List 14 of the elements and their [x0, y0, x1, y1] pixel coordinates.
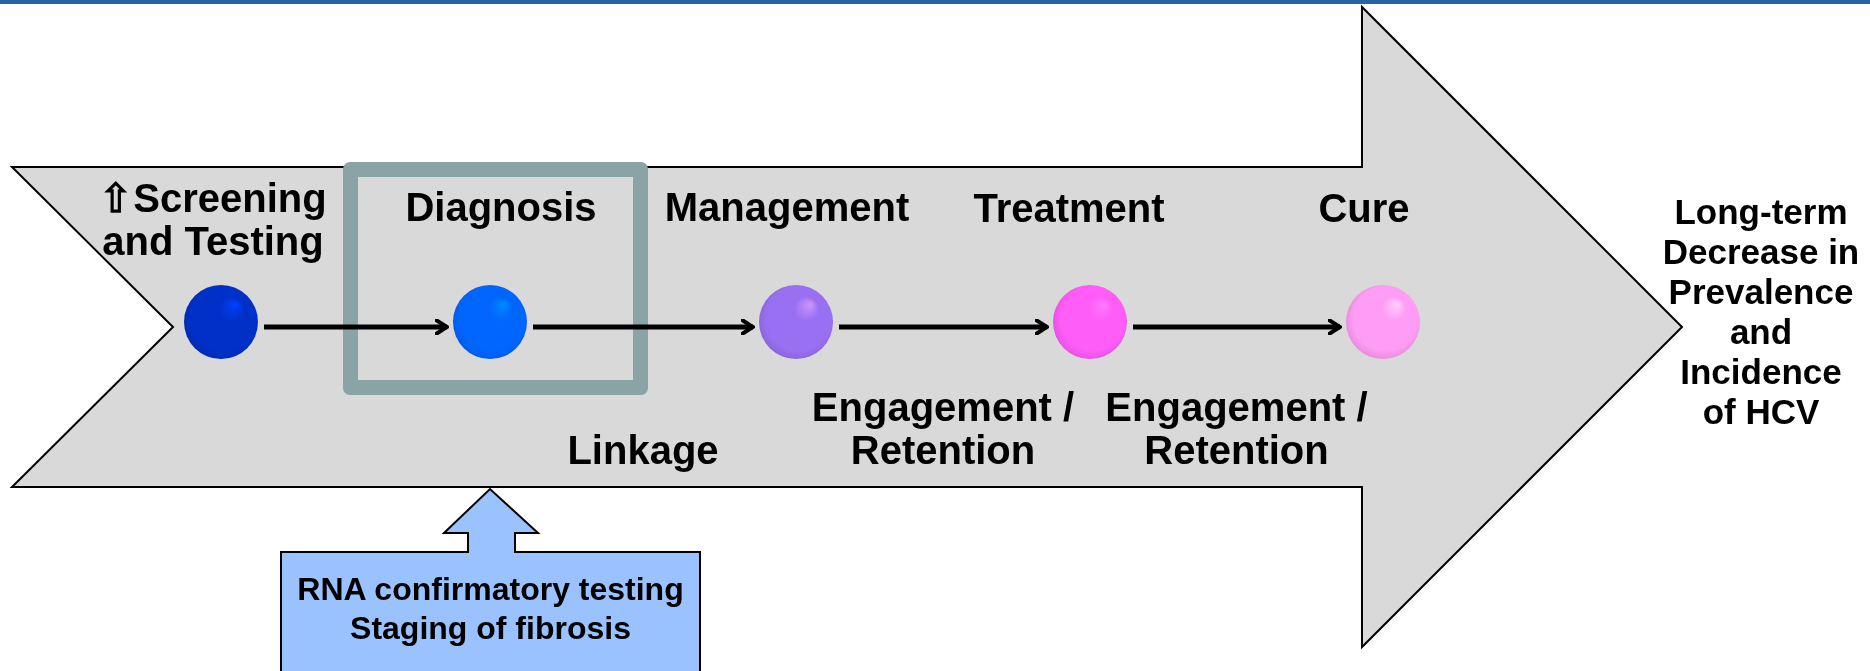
- callout-text: RNA confirmatory testing: [297, 570, 684, 608]
- callout-text: Staging of fibrosis: [350, 609, 631, 647]
- callout-box: [280, 488, 701, 671]
- stage-label: Management: [663, 185, 911, 229]
- arrow: [264, 318, 449, 336]
- arrow: [1133, 318, 1342, 336]
- stage-label: ⇧Screening and Testing: [98, 177, 328, 263]
- stage-label: Treatment: [972, 186, 1166, 230]
- stage-label: Cure: [1317, 186, 1411, 230]
- stage-label: Diagnosis: [404, 185, 598, 229]
- highlight-frame: [343, 162, 648, 395]
- arrow: [839, 318, 1049, 336]
- arrow: [533, 318, 755, 336]
- outcome-label: Long-term Decrease in Prevalence and Incidence of HCV: [1661, 192, 1861, 432]
